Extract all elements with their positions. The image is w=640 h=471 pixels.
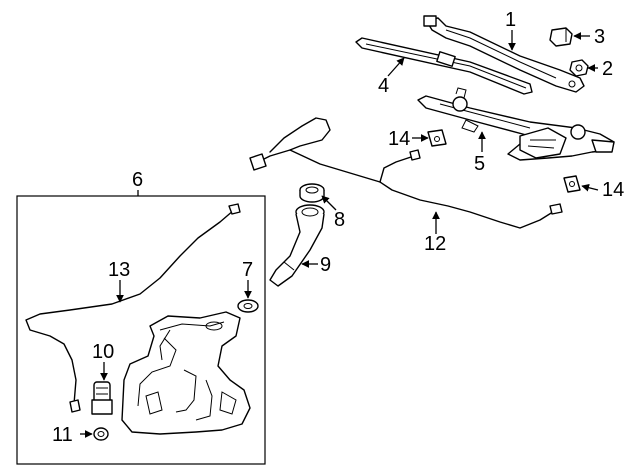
callout-14-lower: 14 bbox=[602, 179, 624, 201]
callout-10: 10 bbox=[92, 341, 114, 363]
callout-14-upper: 14 bbox=[388, 128, 410, 150]
filler-neck-part[interactable] bbox=[269, 204, 325, 287]
callout-12: 12 bbox=[424, 233, 446, 255]
reservoir-hose-part[interactable] bbox=[25, 203, 241, 413]
leader-lines bbox=[80, 30, 599, 438]
washer-reservoir-part[interactable] bbox=[121, 311, 251, 435]
callout-8: 8 bbox=[334, 209, 345, 231]
reservoir-assembly-inset-box bbox=[16, 195, 266, 465]
callout-1: 1 bbox=[505, 9, 516, 31]
wiper-blade-part[interactable] bbox=[355, 37, 533, 95]
callout-4: 4 bbox=[378, 75, 389, 97]
washer-pump-part[interactable] bbox=[91, 381, 113, 415]
pump-grommet-part[interactable] bbox=[237, 299, 259, 313]
washer-hose-part[interactable] bbox=[249, 117, 563, 229]
callout-11: 11 bbox=[52, 424, 73, 446]
callout-9: 9 bbox=[320, 254, 331, 276]
callout-labels: 1 2 3 4 14 5 14 6 8 9 12 7 13 10 11 bbox=[52, 9, 624, 446]
wiper-arm-part[interactable] bbox=[423, 15, 585, 93]
filler-cap-part[interactable] bbox=[299, 183, 325, 203]
callout-13: 13 bbox=[108, 259, 130, 281]
callout-2: 2 bbox=[602, 58, 613, 80]
wiper-linkage-motor-part[interactable] bbox=[417, 87, 615, 161]
pump-seal-part[interactable] bbox=[93, 427, 109, 441]
callout-5: 5 bbox=[474, 153, 485, 175]
callout-7: 7 bbox=[242, 259, 253, 281]
nut-part[interactable] bbox=[569, 59, 589, 77]
callout-3: 3 bbox=[594, 26, 605, 48]
clip-part-upper[interactable] bbox=[427, 129, 447, 147]
callout-6: 6 bbox=[132, 169, 143, 191]
clip-part-lower[interactable] bbox=[563, 175, 581, 193]
arm-cap-part[interactable] bbox=[549, 27, 573, 47]
